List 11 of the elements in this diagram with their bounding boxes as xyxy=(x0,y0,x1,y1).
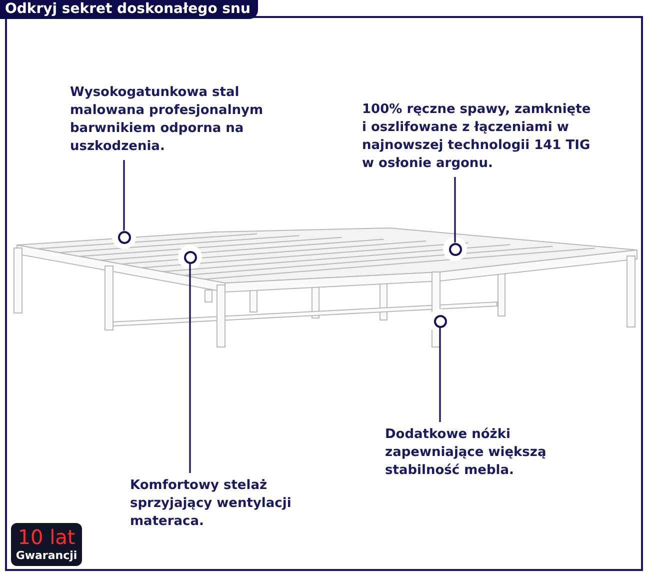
callout-text: Dodatkowe nóżki zapewniające większą stabilność mebla. xyxy=(385,426,590,480)
leader-line xyxy=(189,264,191,473)
leader-line xyxy=(439,328,441,422)
leader-line xyxy=(123,160,125,230)
leader-line xyxy=(454,177,456,242)
callout-text: Komfortowy stelaż sprzyjający wentylacji materaca. xyxy=(130,477,330,531)
target-point-marker xyxy=(118,230,130,244)
title-banner: Odkryj sekret doskonałego snu xyxy=(0,0,258,19)
warranty-badge: 10 lat Gwarancji xyxy=(11,523,82,566)
callout-text: Wysokogatunkowa stal malowana profesjonalnym barwnikiem odporna na uszkodzenia. xyxy=(70,84,270,156)
callout-text: 100% ręczne spawy, zamknięte i oszlifowane z łączeniami w najnowszej technologii 141 TIG w osłonie argonu. xyxy=(362,101,594,173)
